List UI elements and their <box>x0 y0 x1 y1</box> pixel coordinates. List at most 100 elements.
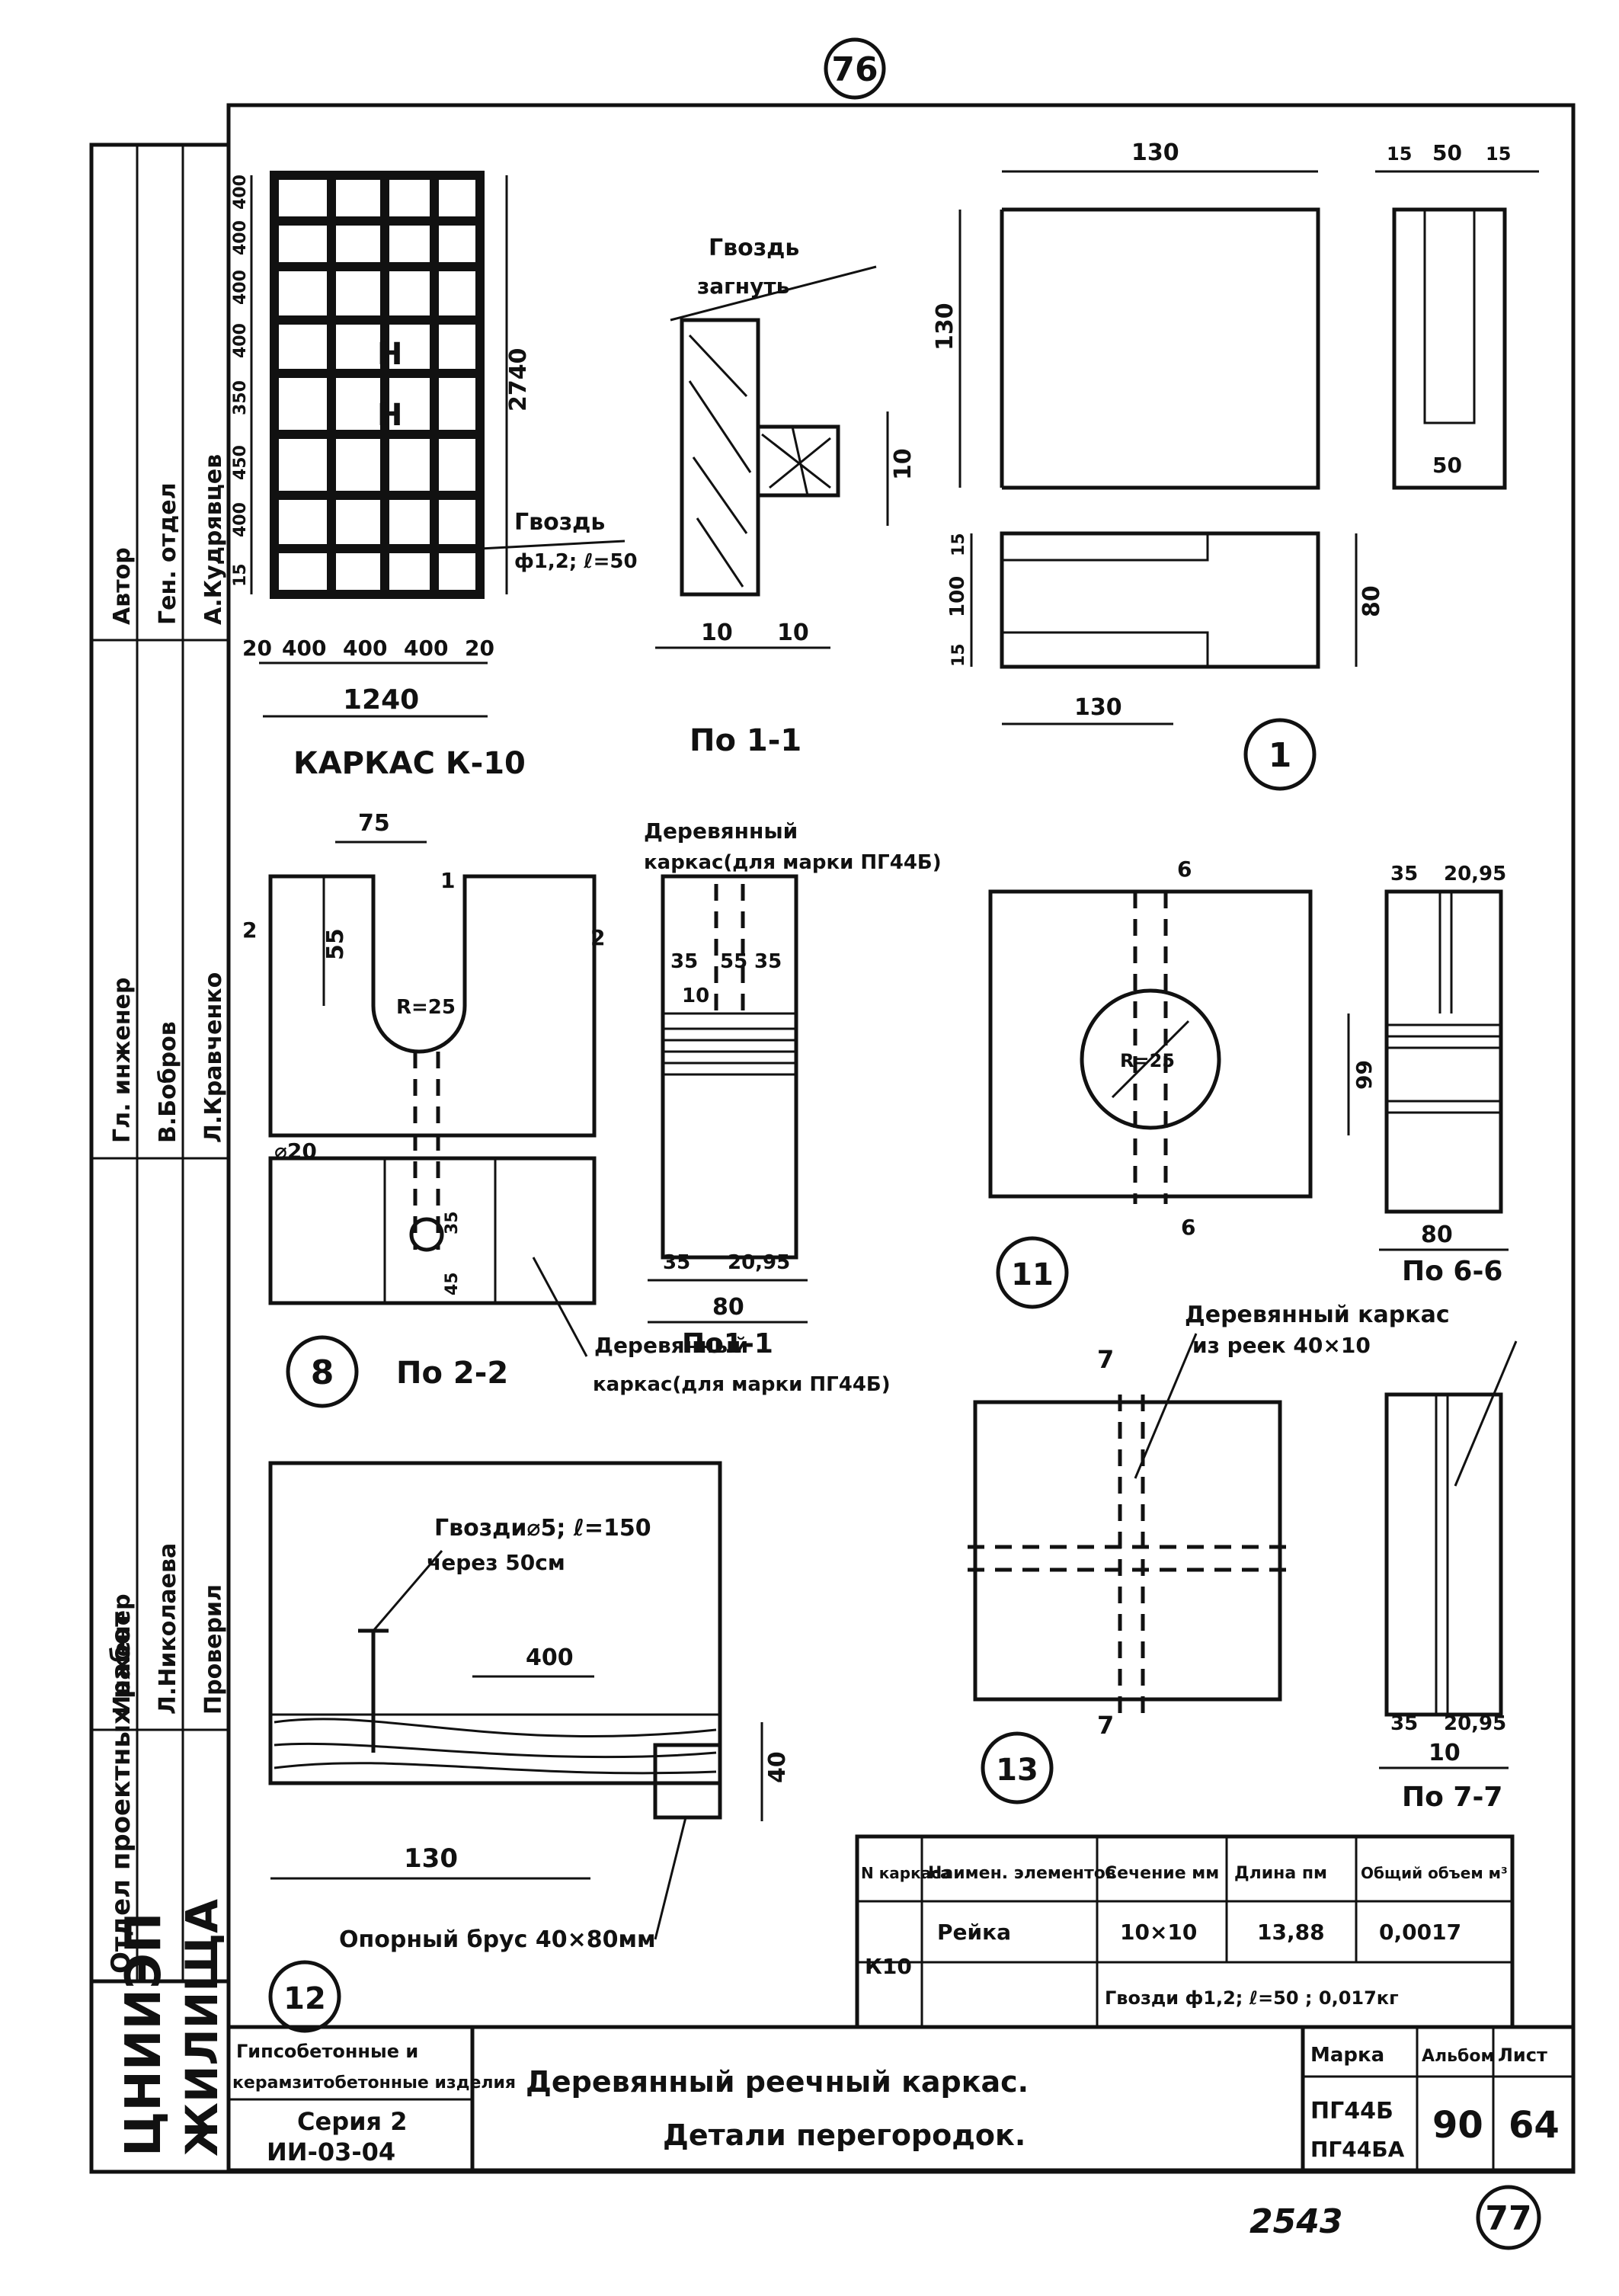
d13-dim-10: 10 <box>1429 1740 1461 1766</box>
d13-label-1: Деревянный каркас <box>1185 1302 1450 1328</box>
spec-h-2: Наимен. элементов <box>928 1864 1116 1883</box>
d12-dim-400: 400 <box>526 1644 574 1671</box>
spec-h-4: Длина пм <box>1234 1864 1327 1883</box>
k10-dim-h-5: 400 <box>231 323 250 358</box>
d11-dim-99: 99 <box>1352 1060 1377 1090</box>
k10-mark-h1: H <box>377 337 402 372</box>
tb-title-1: Деревянный реечный каркас. <box>526 2065 1029 2099</box>
d13-sec-title: По 7-7 <box>1402 1782 1502 1813</box>
d13-dim-35: 35 <box>1390 1712 1418 1735</box>
side-text-8: Л.Николаева <box>155 1543 181 1715</box>
k10-dim-w-4: 400 <box>404 636 448 661</box>
tb-album: 90 <box>1432 2104 1483 2147</box>
k10-dim-h-7: 400 <box>231 220 250 255</box>
d1-bot-dim-4: 80 <box>1358 585 1385 617</box>
side-text-6: Л.Кравченко <box>200 972 227 1143</box>
bottom-number-text: 77 <box>1485 2199 1531 2238</box>
detail-8: 75 2 2 55 R=25 1 ⌀20 35 45 8 По 2-2 Дере… <box>242 810 942 1408</box>
k10-dim-h-6: 400 <box>231 270 250 305</box>
k10-dim-w-5: 20 <box>465 636 494 661</box>
spec-r1-c5: 0,0017 <box>1379 1920 1461 1945</box>
d12-dim-130: 130 <box>404 1843 458 1874</box>
d8-sec-dim-2: 55 <box>720 950 747 973</box>
org-block: ЦНИИЭП ЖИЛИЩА <box>89 1899 231 2174</box>
d11-dim-2095: 20,95 <box>1444 863 1506 885</box>
d13-dim-7b: 7 <box>1097 1711 1114 1740</box>
spec-h-1: N каркаса <box>861 1864 951 1882</box>
d1-sec-dim-1: 15 <box>1387 143 1412 165</box>
s11-dim-v: 10 <box>890 448 917 480</box>
top-number-text: 76 <box>831 50 878 89</box>
d12-nails-2: через 50см <box>427 1550 565 1575</box>
d8-sec-dim-4: 10 <box>682 985 709 1007</box>
spec-h-3: Сечение мм <box>1105 1864 1219 1883</box>
d12-num: 12 <box>283 1981 326 2016</box>
s11-nail-label: Гвоздь <box>709 235 799 261</box>
d8-dim-d20: ⌀20 <box>274 1138 317 1164</box>
spec-r1-c3: 10×10 <box>1120 1920 1197 1945</box>
d12-dim-40: 40 <box>764 1751 791 1783</box>
org-text-1: ЦНИИЭП <box>116 1912 172 2157</box>
d1-sec-dim-2: 50 <box>1432 140 1462 165</box>
k10-dim-h-1: 15 <box>231 563 250 587</box>
k10-dim-total: 1240 <box>343 684 419 716</box>
d11-sec-title: По 6-6 <box>1402 1256 1502 1287</box>
tb-title-2: Детали перегородок. <box>663 2118 1025 2152</box>
d1-bot-dim-3: 15 <box>949 643 968 667</box>
d12-nails: Гвозди⌀5; ℓ=150 <box>434 1515 651 1542</box>
d8-dim-35: 35 <box>443 1211 462 1234</box>
d8-wood-label: Деревянный <box>594 1333 748 1358</box>
k10-nail-label: Гвоздь <box>514 509 605 536</box>
d8-top-label-1: Деревянный <box>644 818 798 844</box>
d11-dim-6b: 6 <box>1181 1215 1195 1240</box>
s11-title: По 1-1 <box>690 723 802 758</box>
title-block: Гипсобетонные и керамзитобетонные издели… <box>226 2025 1576 2174</box>
d8-num: 8 <box>311 1353 334 1392</box>
d1-dim-left: 130 <box>932 303 958 351</box>
detail-1: 130 130 15 50 15 50 15 100 15 80 130 1 <box>932 139 1539 791</box>
k10-dim-w-1: 20 <box>242 636 272 661</box>
d13-dim-2095: 20,95 <box>1444 1712 1506 1735</box>
d8-dim-r: R=25 <box>396 996 456 1019</box>
k10-total-h: 2740 <box>505 348 532 412</box>
d1-sec-dim-3: 15 <box>1486 143 1511 165</box>
tb-col-marka: Марка <box>1310 2044 1384 2067</box>
d11-dim-80: 80 <box>1421 1222 1453 1248</box>
d8-sec-dim-5: 35 <box>663 1251 690 1274</box>
detail-12: Гвозди⌀5; ℓ=150 через 50см 400 130 40 Оп… <box>268 1461 791 2033</box>
k10-dim-w-3: 400 <box>343 636 387 661</box>
k10-title: КАРКАС К-10 <box>293 746 526 781</box>
side-text-4: Гл. инженер <box>109 978 136 1143</box>
side-text-5: В.Бобров <box>155 1021 181 1143</box>
bottom-stamp: 2543 <box>1249 2202 1342 2241</box>
d8-sec-dim-7: 80 <box>712 1294 744 1321</box>
d1-num: 1 <box>1269 736 1292 775</box>
tb-marka-2: ПГ44БА <box>1310 2137 1405 2162</box>
d8-dim-55: 55 <box>322 928 349 960</box>
d13-label-2: из реек 40×10 <box>1192 1333 1371 1358</box>
d1-dim-top: 130 <box>1131 139 1179 166</box>
d8-dim-1: 1 <box>440 868 455 893</box>
tb-series-2: керамзитобетонные изделия <box>232 2073 516 2093</box>
spec-table: N каркаса Наимен. элементов Сечение мм Д… <box>855 1834 1515 2029</box>
org-text-2: ЖИЛИЩА <box>176 1899 228 2157</box>
spec-r1-c4: 13,88 <box>1257 1920 1325 1945</box>
d8-title: По 2-2 <box>396 1356 508 1391</box>
d11-dim-35: 35 <box>1390 863 1418 885</box>
side-text-9: Проверил <box>200 1584 227 1715</box>
d13-num: 13 <box>996 1753 1038 1788</box>
d8-sec-dim-6: 20,95 <box>728 1251 790 1274</box>
d8-dim-2b: 2 <box>590 925 605 950</box>
k10-mark-h2: H <box>377 398 402 433</box>
d1-bot-dim-1: 15 <box>949 533 968 556</box>
k10-dim-h-4: 350 <box>231 380 250 415</box>
d8-sec-dim-1: 35 <box>670 950 698 973</box>
d8-sec-title: По1-1 <box>682 1328 773 1359</box>
d8-wood-label-2: каркас(для марки ПГ44Б) <box>593 1373 891 1396</box>
spec-r2-c2: Гвозди ф1,2; ℓ=50 ; 0,017кг <box>1105 1987 1399 2009</box>
s11-nail-bent: загнуть <box>697 274 789 299</box>
side-text-7: Инженер <box>109 1593 136 1715</box>
detail-13: 7 7 Деревянный каркас из реек 40×10 13 3… <box>968 1302 1518 1813</box>
tb-series-3: Серия 2 <box>297 2107 407 2136</box>
spec-r1-c2: Рейка <box>937 1920 1011 1945</box>
